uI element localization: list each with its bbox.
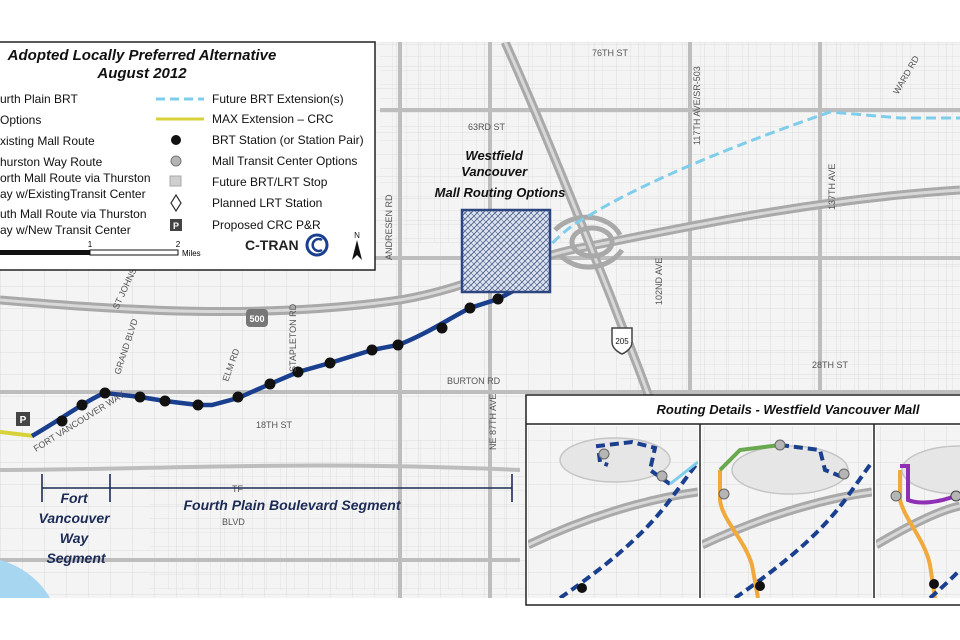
street-tf: TF xyxy=(232,484,243,494)
river xyxy=(0,560,50,598)
legend-date: August 2012 xyxy=(96,65,187,82)
brt-station xyxy=(99,387,111,399)
fort-seg-line4: Segment xyxy=(46,550,106,566)
scale-2: 2 xyxy=(176,240,181,249)
street-18th: 18TH ST xyxy=(256,420,293,430)
street-ne87th: NE 87TH AVE xyxy=(488,394,498,450)
routing-details-title: Routing Details - Westfield Vancouver Ma… xyxy=(657,402,920,417)
legend-station-symbol xyxy=(171,135,181,145)
street-stapleton: STAPLETON RD xyxy=(288,303,298,372)
interchange xyxy=(553,214,625,270)
legend-pr-symbol xyxy=(170,219,182,231)
legend-right-item: Future BRT/LRT Stop xyxy=(212,175,328,189)
inset-south-mall-route xyxy=(876,426,960,598)
legend-left-item: Options xyxy=(0,113,41,127)
legend-right-item: Proposed CRC P&R xyxy=(212,218,321,232)
inset-existing-route xyxy=(528,426,698,598)
max-extension-route xyxy=(0,430,35,438)
street-137th: 137TH AVE xyxy=(827,164,837,210)
brt-station xyxy=(366,344,378,356)
park-and-ride-marker: P xyxy=(16,412,30,426)
brt-station xyxy=(134,391,146,403)
street-burton: BURTON RD xyxy=(447,376,501,386)
inset-north-mall-route xyxy=(702,426,872,598)
brt-station xyxy=(392,339,404,351)
base-map xyxy=(0,42,960,598)
westfield-label-line1: Westfield xyxy=(465,148,524,163)
street-blvd: BLVD xyxy=(222,517,245,527)
legend-left-column: urth Plain BRT Options xisting Mall Route h… xyxy=(0,92,151,237)
brt-station xyxy=(464,302,476,314)
street-28th: 28TH ST xyxy=(812,360,849,370)
brt-station xyxy=(324,357,336,369)
legend-right-item: MAX Extension – CRC xyxy=(212,112,334,126)
route-500-shield: 500 xyxy=(246,309,268,327)
fort-vancouver-segment-label: Fort Vancouver Way Segment xyxy=(39,490,114,566)
legend: Adopted Locally Preferred Alternative Au… xyxy=(0,41,376,271)
street-76th: 76TH ST xyxy=(592,48,629,58)
legend-future-stop-symbol xyxy=(169,175,182,187)
legend-lrt-station-symbol xyxy=(170,193,182,213)
legend-left-item: hurston Way Route xyxy=(0,155,103,169)
scale-1: 1 xyxy=(88,240,93,249)
legend-left-item: uth Mall Route via Thurston xyxy=(0,207,147,221)
routing-details-panel: Routing Details - Westfield Vancouver Ma… xyxy=(525,394,960,606)
fourth-plain-segment-label: Fourth Plain Boulevard Segment xyxy=(183,497,401,513)
scale-bar: 1 2 Miles xyxy=(0,240,201,258)
street-63rd: 63RD ST xyxy=(468,122,506,132)
ctran-logo: C-TRAN xyxy=(245,233,329,257)
brt-station xyxy=(159,395,171,407)
legend-right-item: Future BRT Extension(s) xyxy=(212,92,344,106)
park-and-ride-label: P xyxy=(20,415,27,426)
brt-station xyxy=(232,391,244,403)
brt-stations xyxy=(56,293,504,427)
north-arrow: N xyxy=(352,231,362,260)
street-117th: 117TH AVE/SR-503 xyxy=(692,66,702,145)
westfield-label: Westfield Vancouver Mall Routing Options xyxy=(435,148,566,200)
brt-station xyxy=(76,399,88,411)
route-500-label: 500 xyxy=(249,314,264,324)
legend-right-item: Mall Transit Center Options xyxy=(212,154,357,168)
legend-right-item: Planned LRT Station xyxy=(212,196,322,210)
brt-station xyxy=(192,399,204,411)
westfield-label-line2: Vancouver xyxy=(461,164,528,179)
brt-station xyxy=(264,378,276,390)
ctran-wordmark: C-TRAN xyxy=(245,237,299,253)
legend-right-column: Future BRT Extension(s) MAX Extension – C… xyxy=(212,92,364,232)
i205-label: 205 xyxy=(615,337,629,346)
segment-markers xyxy=(41,474,513,502)
brt-station xyxy=(56,415,68,427)
legend-title: Adopted Locally Preferred Alternative xyxy=(7,47,277,64)
street-andresen: ANDRESEN RD xyxy=(384,194,394,260)
legend-left-item: urth Plain BRT xyxy=(0,92,78,106)
legend-right-item: BRT Station (or Station Pair) xyxy=(212,133,364,147)
brt-station xyxy=(492,293,504,305)
legend-transit-center-symbol xyxy=(170,155,182,167)
legend-left-item: ay w/ExistingTransit Center xyxy=(0,187,146,201)
legend-left-item: ay w/New Transit Center xyxy=(0,223,131,237)
legend-left-item: xisting Mall Route xyxy=(0,134,95,148)
legend-left-item: orth Mall Route via Thurston xyxy=(0,171,151,185)
fort-seg-line2: Vancouver xyxy=(39,510,112,526)
scale-unit: Miles xyxy=(182,249,201,258)
i205-shield: 205 xyxy=(611,327,633,355)
fort-seg-line3: Way xyxy=(60,530,90,546)
north-label: N xyxy=(354,231,360,240)
westfield-label-line3: Mall Routing Options xyxy=(435,185,566,200)
brt-station xyxy=(292,366,304,378)
fort-seg-line1: Fort xyxy=(60,490,89,506)
mall-routing-area xyxy=(460,208,552,294)
major-roads xyxy=(0,42,960,598)
street-102nd: 102ND AVE xyxy=(654,258,664,305)
brt-station xyxy=(436,322,448,334)
legend-pr-letter: P xyxy=(173,221,179,231)
